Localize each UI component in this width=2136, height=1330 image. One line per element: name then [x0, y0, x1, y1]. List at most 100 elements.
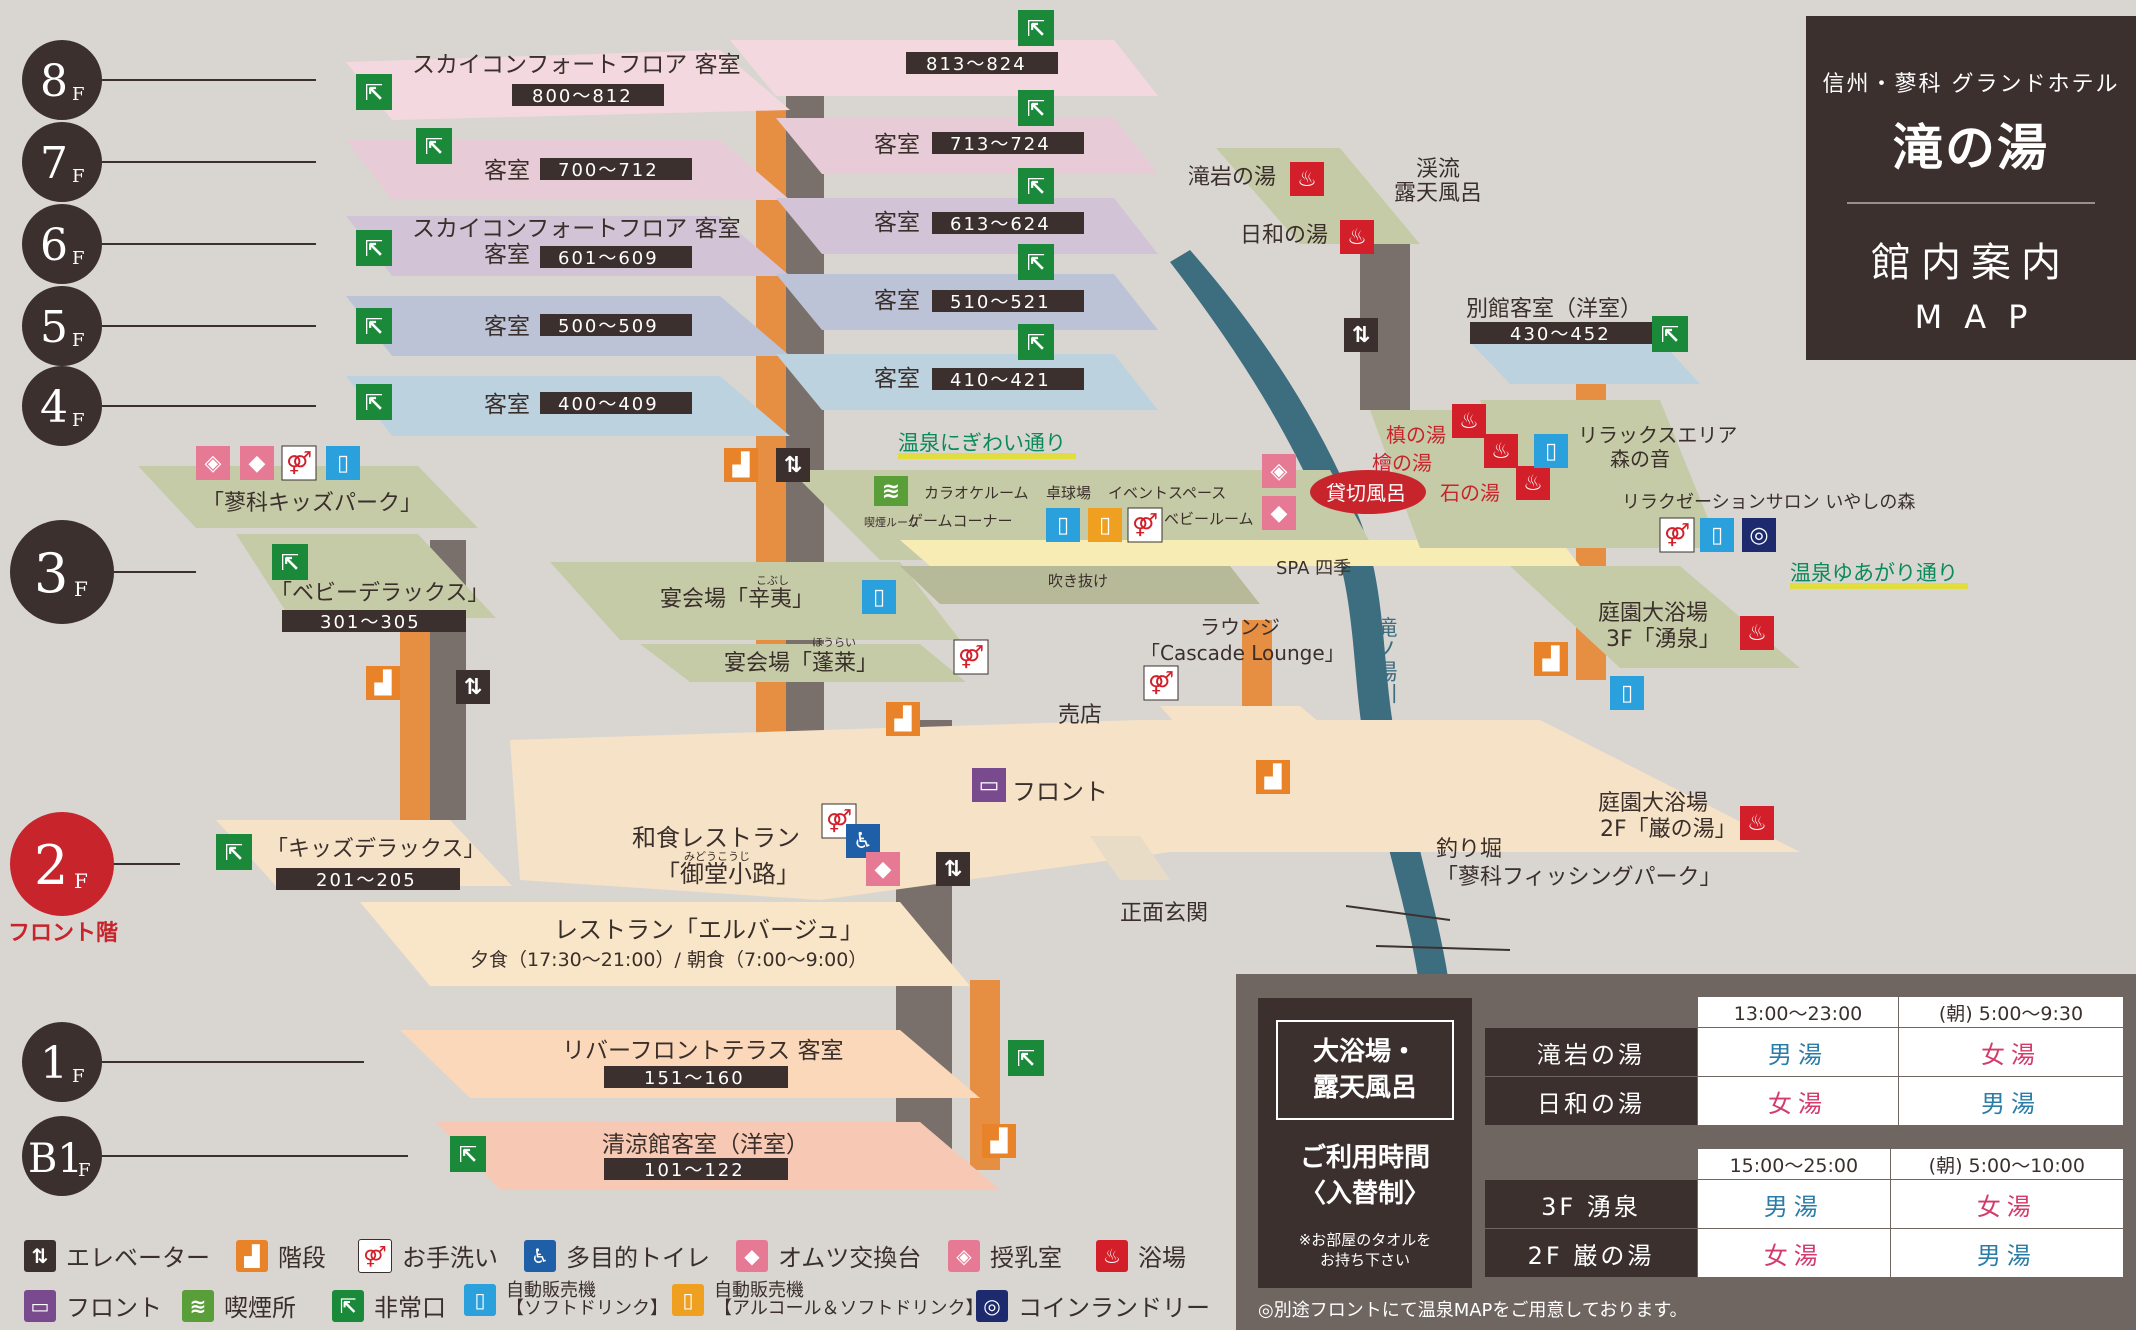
svg-text:▟: ▟ [732, 451, 751, 478]
svg-text:700～712: 700～712 [558, 160, 659, 181]
bath-title-box: 大浴場・ 露天風呂 [1276, 1020, 1454, 1120]
emergency-exit-icon: ⇱ [272, 544, 308, 580]
svg-text:⇱: ⇱ [1027, 175, 1045, 200]
svg-text:⇱: ⇱ [1017, 1047, 1035, 1072]
svg-text:1: 1 [40, 1038, 68, 1089]
nursing-room-icon: ◈ [948, 1239, 980, 1272]
bath-schedule-table-b: 15:00～25:00 (朝) 5:00～10:00 3F 湧泉 男湯 女湯 2… [1484, 1148, 2125, 1278]
floor-badge-b1f[interactable] [22, 1116, 102, 1196]
svg-text:500～509: 500～509 [558, 316, 659, 337]
coin-laundry-icon: ◎ [1742, 518, 1776, 552]
svg-text:リラックスエリア: リラックスエリア [1578, 423, 1737, 447]
svg-text:510～521: 510～521 [950, 292, 1051, 313]
svg-text:⚤: ⚤ [1664, 523, 1690, 548]
restroom-icon: ⚤ [1143, 665, 1179, 701]
gender-cell: 女湯 [1898, 1027, 2124, 1077]
svg-text:ほうらい: ほうらい [812, 636, 856, 649]
gender-cell: 男湯 [1697, 1179, 1891, 1229]
hotel-brand-logo: 滝の湯 [1893, 118, 2049, 177]
floor-badge-3f[interactable] [10, 520, 114, 624]
svg-text:◆: ◆ [249, 451, 266, 476]
floor-badge-5f[interactable] [22, 286, 102, 366]
time-slot: (朝) 5:00～9:30 [1898, 996, 2124, 1028]
svg-text:⇱: ⇱ [365, 315, 383, 340]
floor-badge-4f[interactable] [22, 366, 102, 446]
svg-text:7: 7 [40, 138, 68, 189]
svg-text:⇱: ⇱ [1027, 17, 1045, 42]
emergency-exit-icon: ⇱ [416, 128, 452, 164]
svg-text:日和の湯: 日和の湯 [1240, 223, 1328, 248]
map-heading-en: MAP [1914, 298, 2050, 336]
legend: ⇅エレベーター ▟階段 ⚤お手洗い ♿多目的トイレ ◆オムツ交換台 ◈授乳室 ♨… [24, 1238, 1210, 1330]
svg-text:▯: ▯ [1621, 681, 1633, 706]
svg-text:▟: ▟ [374, 669, 393, 696]
floor-badge-2f[interactable] [10, 812, 114, 916]
svg-text:⇱: ⇱ [459, 1143, 477, 1168]
bath-icon: ♨ [1290, 162, 1324, 196]
svg-text:和食レストラン: 和食レストラン [632, 824, 800, 852]
time-slot: (朝) 5:00～10:00 [1889, 1148, 2125, 1180]
stairs-icon: ▟ [366, 666, 400, 700]
elevator-icon: ⇅ [1344, 318, 1378, 352]
legend-label: 非常口 [374, 1294, 446, 1322]
floor-badge-8f[interactable] [22, 40, 102, 120]
svg-text:こぶし: こぶし [756, 574, 789, 587]
legend-label-sub: 【アルコール＆ソフトドリンク】 [714, 1298, 984, 1319]
gender-cell: 女湯 [1697, 1076, 1899, 1126]
bath-title-line1: 大浴場・ [1312, 1037, 1417, 1067]
emergency-exit-icon: ⇱ [1652, 316, 1688, 352]
floor-2f-restaurant [360, 902, 970, 986]
svg-text:◆: ◆ [1271, 501, 1288, 526]
towel-note-line1: ※お部屋のタオルを [1298, 1231, 1432, 1249]
coin-laundry-icon: ◎ [976, 1289, 1008, 1322]
elevator-icon: ⇅ [776, 448, 810, 482]
alcohol-vending-icon: ▯ [672, 1284, 704, 1316]
bath-icon: ♨ [1452, 404, 1486, 438]
soft-drink-vending-icon: ▯ [326, 446, 360, 480]
floor-badge-6f[interactable] [22, 204, 102, 284]
svg-text:⇱: ⇱ [365, 391, 383, 416]
svg-text:▟: ▟ [894, 705, 913, 732]
svg-text:庭園大浴場: 庭園大浴場 [1598, 791, 1708, 816]
gender-cell: 女湯 [1697, 1228, 1891, 1278]
svg-text:温泉にぎわい通り: 温泉にぎわい通り [898, 431, 1066, 455]
stairs-icon: ▟ [236, 1239, 268, 1272]
legend-label: 自動販売機 [714, 1280, 804, 1301]
divider [1847, 202, 2095, 204]
svg-text:♿: ♿ [853, 829, 873, 854]
floor-badge-7f[interactable] [22, 122, 102, 202]
svg-text:正面玄関: 正面玄関 [1120, 901, 1208, 926]
svg-text:森の音: 森の音 [1610, 447, 1670, 471]
floor-badge-1f[interactable] [22, 1022, 102, 1102]
svg-text:客室: 客室 [874, 366, 920, 392]
map-icons: ⇱ ⇱ ⇱ ⇱ ⇱ ⇱ ⇱ ⇱ ⇱ ⇱ ⇱ ⇱ ⇱ ⇱ ⇱ ▟ ▟ ▟ ▟ ▟ … [196, 10, 1776, 1172]
room-labels: スカイコンフォートフロア 客室 800～812 813～824 客室 700～7… [412, 52, 1084, 418]
svg-text:▯: ▯ [337, 451, 349, 476]
accessible-toilet-icon: ♿ [524, 1239, 556, 1272]
title-panel: 信州・蓼科 グランドホテル 滝の湯 館内案内 MAP [1806, 16, 2136, 360]
gender-cell: 女湯 [1889, 1179, 2125, 1229]
svg-text:F: F [74, 577, 88, 601]
usage-title: ご利用時間 〈入替制〉 [1258, 1140, 1472, 1212]
svg-text:♨: ♨ [1297, 167, 1317, 192]
svg-text:▟: ▟ [1542, 645, 1561, 672]
legend-label: 多目的トイレ [566, 1244, 710, 1272]
svg-text:⇅: ⇅ [1352, 323, 1370, 348]
bath-icon: ♨ [1096, 1239, 1128, 1272]
alcohol-vending-icon: ▯ [1088, 508, 1122, 542]
svg-text:客室: 客室 [484, 314, 530, 340]
svg-text:⇅: ⇅ [784, 453, 802, 478]
floor-3f-kids-park [138, 466, 478, 528]
road-line-1 [1345, 905, 1451, 921]
diaper-change-icon: ◆ [1262, 496, 1296, 530]
elevator-icon: ⇅ [936, 852, 970, 886]
legend-item: ♨ 浴場 [1096, 1238, 1186, 1273]
legend-item: ◎コインランドリー [976, 1288, 1210, 1323]
svg-text:リラクゼーションサロン いやしの森: リラクゼーションサロン いやしの森 [1622, 492, 1915, 513]
legend-label: 浴場 [1138, 1244, 1186, 1272]
restroom-icon: ⚤ [281, 445, 317, 481]
emergency-exit-icon: ⇱ [356, 230, 392, 266]
usage-line2: 〈入替制〉 [1299, 1179, 1430, 1209]
